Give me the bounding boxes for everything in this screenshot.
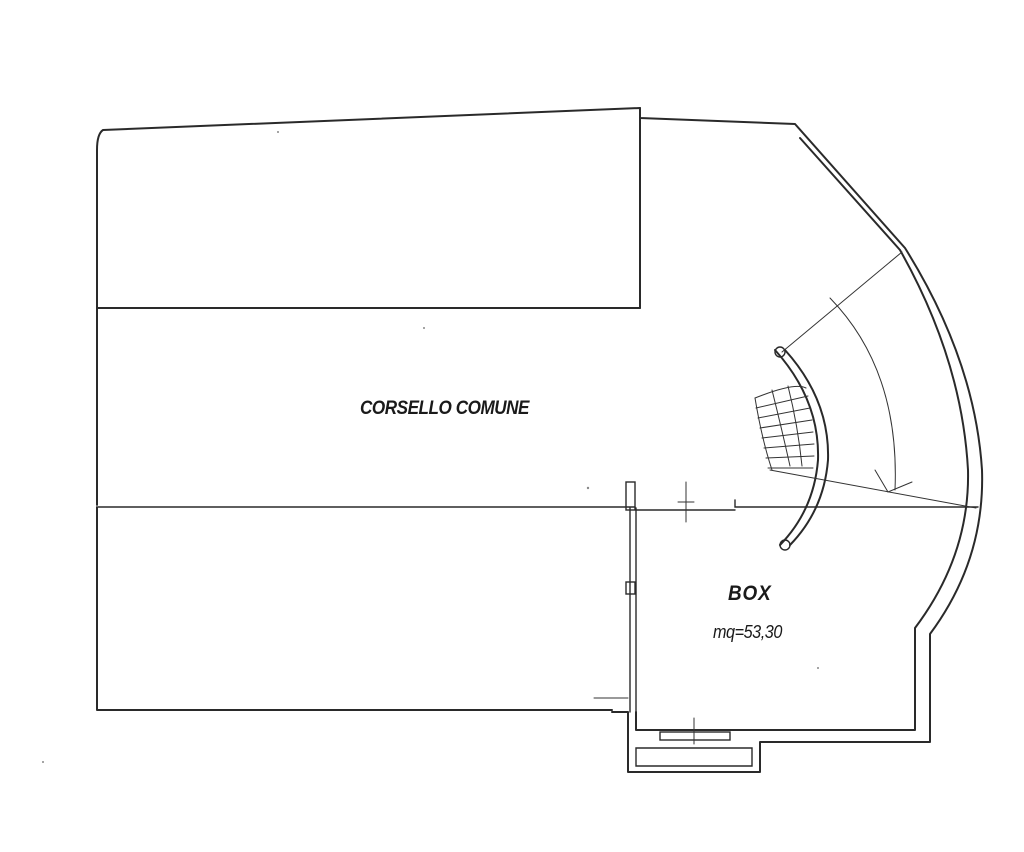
ramp-outer-arc: [774, 349, 820, 546]
outer-boundary-left: [96, 307, 613, 711]
ramp-radial-bottom: [769, 469, 977, 509]
ramp-end-top: [774, 346, 786, 358]
inner-curved-wall-line: [635, 137, 970, 731]
garage-area-label: mq=53,30: [713, 622, 782, 642]
corsello-divider-line-right: [734, 499, 979, 508]
common-aisle-label: CORSELLO COMUNE: [360, 398, 530, 419]
ramp-inner-arc: [829, 297, 896, 491]
ramp-radial-top: [781, 251, 903, 353]
upper-block-outline: [96, 107, 641, 309]
ramp-end-bottom: [779, 539, 791, 551]
stair-treads: [754, 385, 815, 471]
bottom-recess: [635, 747, 753, 767]
box-pillar-top: [625, 481, 636, 511]
ramp-outer-arc-2: [784, 349, 830, 546]
ramp-arrow: [874, 469, 913, 493]
garage-label: BOX: [728, 582, 772, 605]
scan-specks: [42, 131, 819, 763]
box-door-mark: [677, 481, 695, 523]
bottom-threshold: [659, 731, 731, 741]
box-pillar-mid: [625, 581, 636, 595]
outer-curved-wall: [611, 107, 984, 773]
